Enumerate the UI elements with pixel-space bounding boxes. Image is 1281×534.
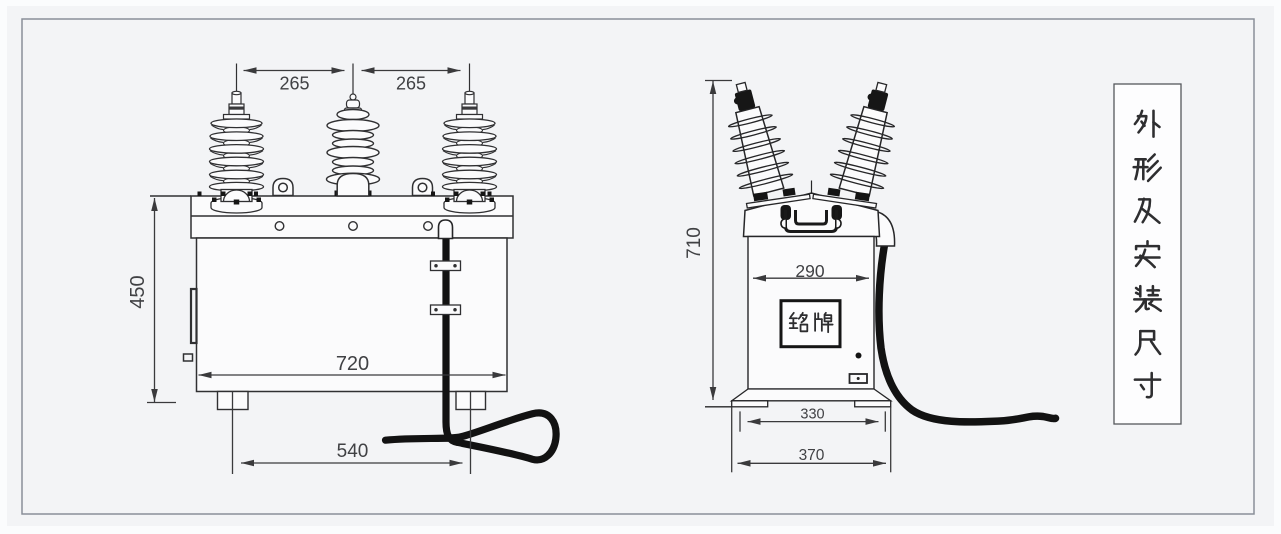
svg-text:330: 330 (800, 407, 824, 423)
svg-text:710: 710 (684, 227, 705, 259)
svg-text:290: 290 (795, 261, 824, 281)
svg-text:720: 720 (336, 353, 369, 375)
svg-text:265: 265 (396, 74, 426, 94)
svg-text:450: 450 (127, 275, 149, 308)
svg-text:540: 540 (337, 441, 369, 462)
svg-text:265: 265 (279, 74, 309, 94)
svg-text:370: 370 (799, 447, 825, 464)
